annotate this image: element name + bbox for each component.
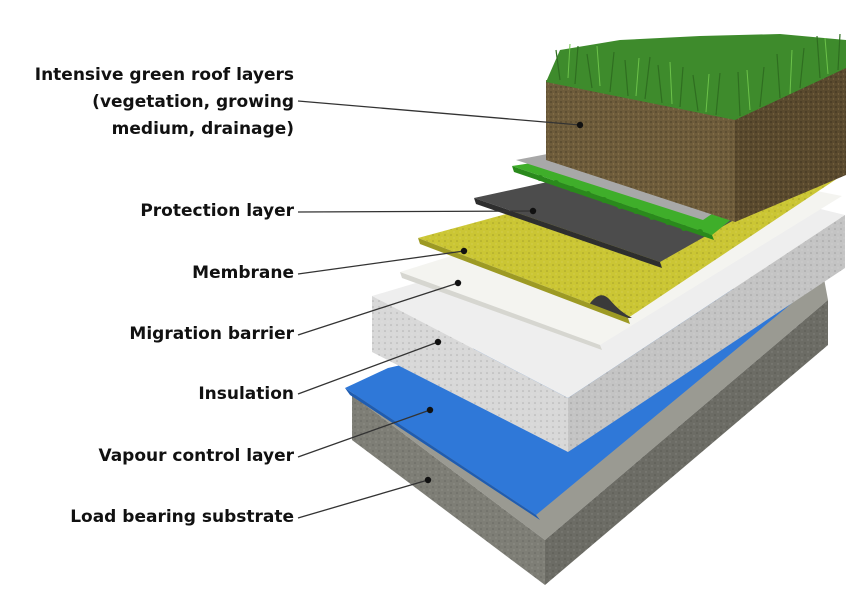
- label-protection-layer: Protection layer: [140, 201, 294, 221]
- leader-membrane: [297, 250, 465, 275]
- label-membrane: Membrane: [192, 263, 294, 283]
- leader-migration: [297, 282, 459, 336]
- leader-lines: [297, 100, 584, 519]
- leader-green-roof: [297, 100, 581, 126]
- label-insulation: Insulation: [198, 384, 294, 404]
- label-green-roof: Intensive green roof layers (vegetation,…: [35, 62, 294, 143]
- leader-substrate: [297, 479, 429, 519]
- label-green-roof-line-2: (vegetation, growing: [92, 92, 294, 112]
- leader-vapour: [297, 409, 431, 458]
- label-vapour-control-layer: Vapour control layer: [98, 446, 294, 466]
- label-load-bearing-substrate: Load bearing substrate: [70, 507, 294, 527]
- insulation-block: [372, 188, 845, 452]
- label-green-roof-line-3: medium, drainage): [111, 119, 294, 139]
- label-green-roof-line-1: Intensive green roof layers: [34, 65, 294, 85]
- leader-insulation: [297, 341, 439, 395]
- grass-vegetation: [546, 33, 846, 120]
- label-migration-barrier: Migration barrier: [129, 324, 294, 344]
- soil-block: [546, 66, 846, 222]
- membrane-curl: [588, 295, 632, 318]
- leader-protection: [297, 210, 534, 213]
